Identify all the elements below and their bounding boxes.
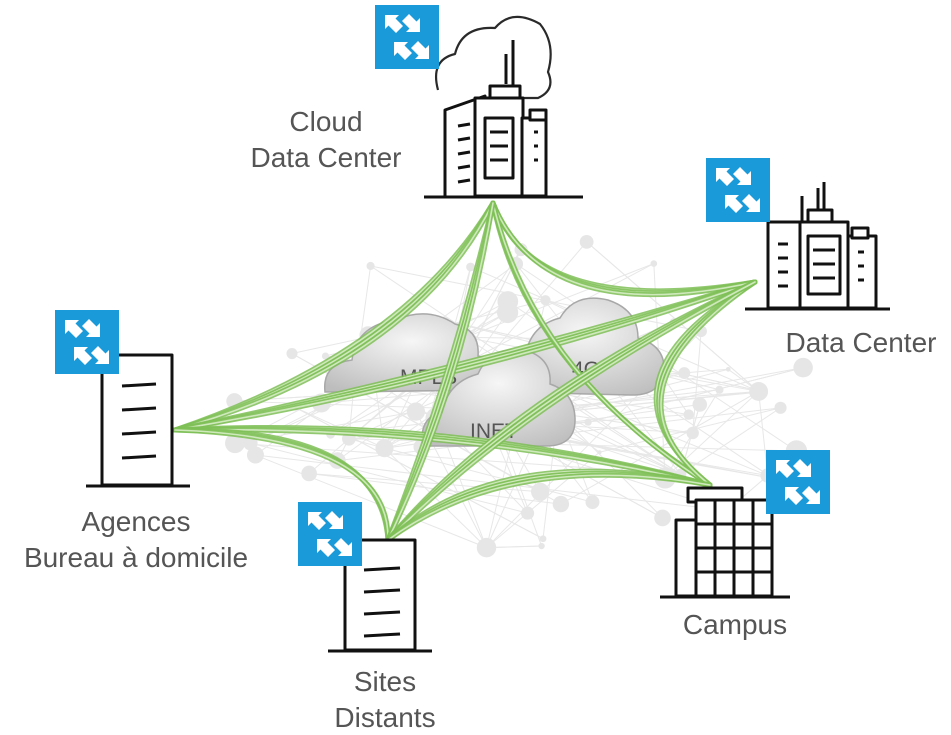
branch-building — [86, 353, 190, 488]
data-center-router-icon — [706, 158, 770, 222]
overlay-link-highlight — [174, 429, 389, 541]
branch-label: Agences Bureau à domicile — [23, 506, 249, 573]
overlay-link-highlight — [492, 202, 756, 296]
cloud-data-center-building — [424, 15, 583, 199]
cloud-dc-label: Cloud Data Center — [250, 106, 402, 173]
data-center-label: Data Center — [785, 327, 937, 358]
overlay-link-highlight — [174, 202, 494, 431]
cloud-dc-router-icon — [375, 5, 439, 69]
campus-router-icon — [766, 450, 830, 514]
overlay-link-highlight — [174, 428, 711, 486]
overlay-link-highlight — [387, 202, 494, 541]
overlay-link-highlight — [174, 281, 756, 431]
remote-site-router-icon — [298, 502, 362, 566]
remote-sites-label: Sites Distants — [334, 666, 436, 733]
overlay-link-highlight — [387, 474, 711, 541]
data-center-building — [745, 182, 890, 311]
overlay-link-highlight — [660, 281, 756, 486]
campus-building — [660, 486, 790, 599]
campus-label: Campus — [682, 609, 788, 640]
overlay-links — [172, 200, 758, 543]
overlay-link-highlight — [492, 202, 711, 486]
overlay-link-highlight — [387, 281, 756, 541]
branch-router-icon — [55, 310, 119, 374]
